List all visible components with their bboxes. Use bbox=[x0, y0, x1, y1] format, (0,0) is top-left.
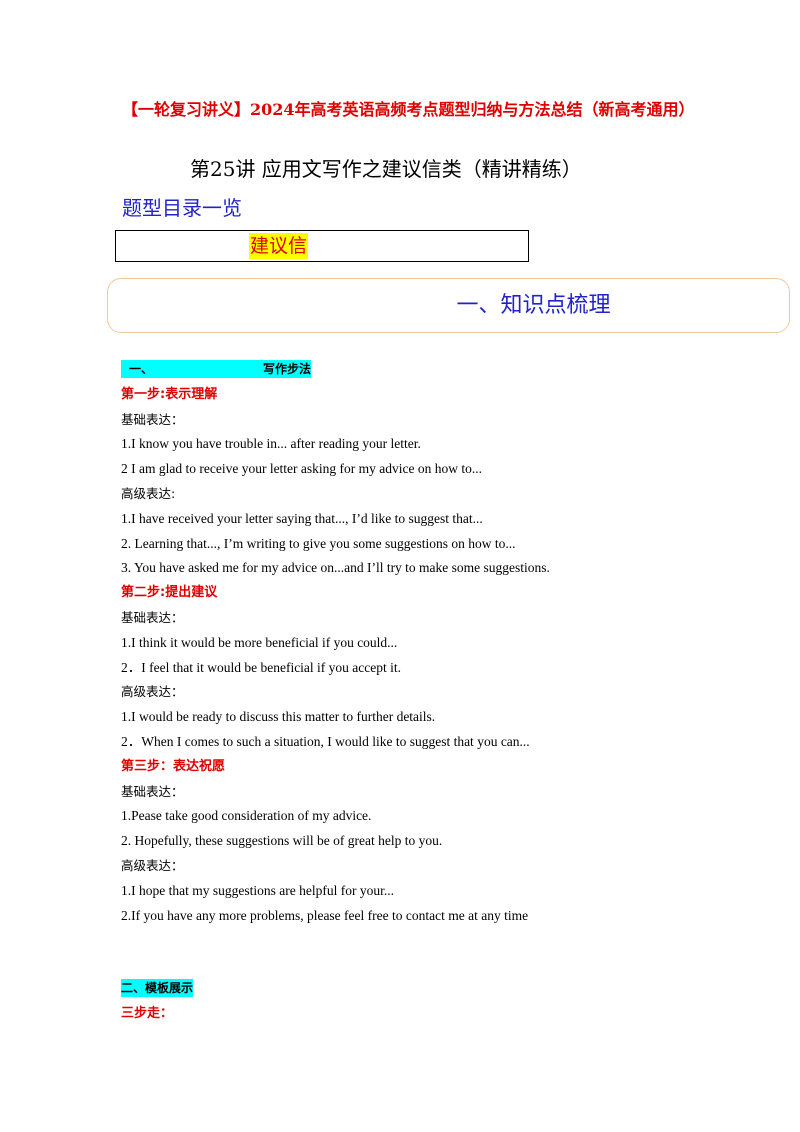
step3-advanced-2: 2.If you have any more problems, please … bbox=[121, 907, 529, 923]
step2-advanced-label: 高级表达： bbox=[121, 684, 184, 700]
step1-advanced-2: 2. Learning that..., I’m writing to give… bbox=[121, 535, 516, 551]
series-title: 【一轮复习讲义】2024年高考英语高频考点题型归纳与方法总结（新高考通用） bbox=[122, 100, 695, 119]
part1-heading-prefix: 一、 bbox=[129, 362, 154, 376]
step1-title: 第一步:表示理解 bbox=[121, 386, 218, 402]
section-header-card: 一、知识点梳理 bbox=[107, 278, 790, 333]
step1-basic-label: 基础表达： bbox=[121, 411, 184, 427]
step2-basic-label: 基础表达： bbox=[121, 609, 184, 625]
part2-subtitle: 三步走： bbox=[121, 1006, 174, 1022]
step3-advanced-1: 1.I hope that my suggestions are helpful… bbox=[121, 882, 394, 898]
step3-title: 第三步：表达祝愿 bbox=[121, 758, 226, 774]
step1-advanced-1: 1.I have received your letter saying tha… bbox=[121, 510, 483, 526]
toc-heading: 题型目录一览 bbox=[122, 196, 242, 220]
spacer bbox=[121, 928, 761, 977]
step3-basic-label: 基础表达： bbox=[121, 783, 184, 799]
toc-item-suggestion-letter[interactable]: 建议信 bbox=[249, 233, 309, 259]
part1-heading-title: 写作步法 bbox=[263, 362, 312, 376]
step2-advanced-1: 1.I would be ready to discuss this matte… bbox=[121, 709, 436, 725]
step1-advanced-label: 高级表达: bbox=[121, 485, 176, 501]
step1-advanced-3: 3. You have asked me for my advice on...… bbox=[121, 560, 550, 576]
step2-basic-2: 2．I feel that it would be beneficial if … bbox=[121, 659, 402, 675]
toc-box: 建议信 bbox=[115, 230, 529, 262]
content-body: 一、 写作步法 第一步:表示理解 基础表达： 1.I know you have … bbox=[121, 358, 761, 1027]
section-title: 一、知识点梳理 bbox=[456, 293, 611, 318]
step3-basic-1: 1.Pease take good consideration of my ad… bbox=[121, 808, 372, 824]
step3-advanced-label: 高级表达： bbox=[121, 857, 184, 873]
lecture-title: 第25讲 应用文写作之建议信类（精讲精练） bbox=[190, 157, 582, 181]
part2-heading-highlight: 二、模板展示 bbox=[121, 979, 194, 998]
step2-title: 第二步:提出建议 bbox=[121, 585, 218, 601]
step3-basic-2: 2. Hopefully, these suggestions will be … bbox=[121, 833, 443, 849]
part1-heading-highlight: 一、 写作步法 bbox=[121, 360, 312, 378]
step2-advanced-2: 2．When I comes to such a situation, I wo… bbox=[121, 733, 530, 749]
step1-basic-1: 1.I know you have trouble in... after re… bbox=[121, 436, 421, 452]
step2-basic-1: 1.I think it would be more beneficial if… bbox=[121, 634, 398, 650]
step1-basic-2: 2 I am glad to receive your letter askin… bbox=[121, 461, 483, 477]
part1-heading: 一、 写作步法 bbox=[121, 358, 761, 383]
part2-heading: 二、模板展示 bbox=[121, 977, 761, 1002]
